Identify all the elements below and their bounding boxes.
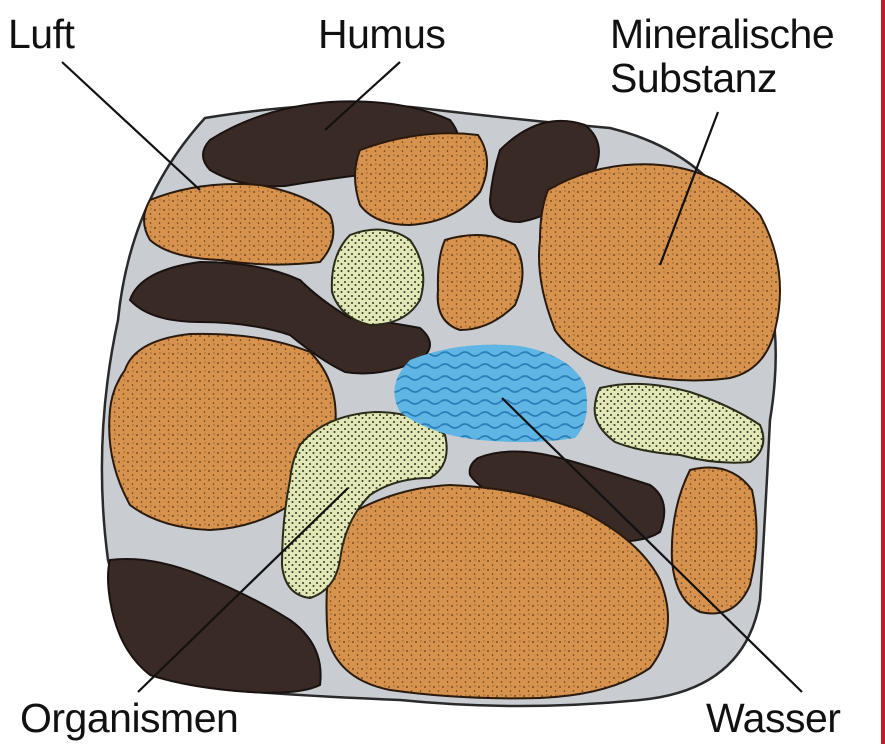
mineral-particle — [539, 164, 780, 380]
label-mineralische-substanz: Mineralische Substanz — [610, 12, 834, 100]
right-edge-bar — [881, 0, 885, 744]
label-luft: Luft — [8, 12, 74, 56]
label-humus: Humus — [318, 12, 445, 56]
mineral-particle — [672, 468, 757, 614]
label-mineral-line1: Mineralische — [610, 12, 834, 56]
label-wasser: Wasser — [706, 696, 840, 740]
leader-line-luft — [62, 62, 200, 190]
label-organismen: Organismen — [20, 696, 238, 740]
organism — [332, 230, 424, 325]
label-mineral-line2: Substanz — [610, 56, 834, 100]
